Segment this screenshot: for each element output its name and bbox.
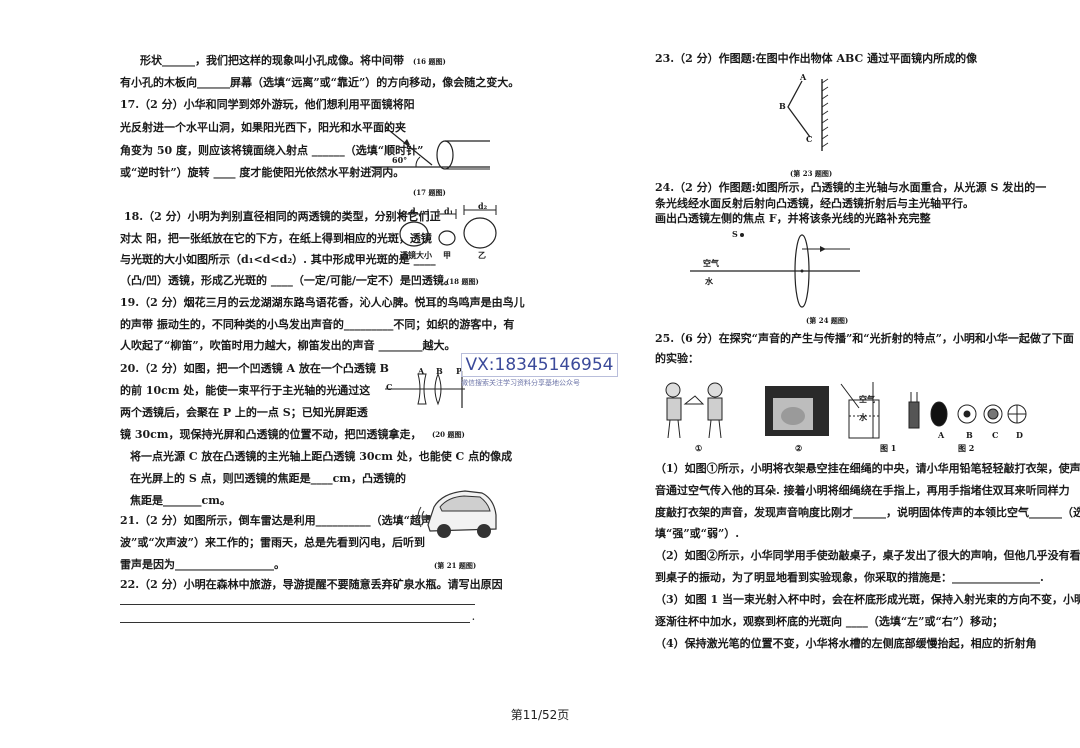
q18-label-d2: d₂ <box>478 201 488 211</box>
q25-fig1-label: ① <box>695 443 703 453</box>
q25-fig3-beaker <box>840 382 880 439</box>
q25-fig4-label: 图 2 <box>958 443 975 453</box>
q25-fig4-sources <box>908 392 1027 429</box>
q25-p1-line4: 填“强”或“弱”）. <box>655 527 740 540</box>
q17-line4: 或“逆时针”）旋转 ____ 度才能使阳光依然水平射进洞内。 <box>120 166 405 179</box>
q20-label-a: A <box>418 366 425 376</box>
q25-option-c: C <box>992 430 999 440</box>
q23-caption: (第 23 题图) <box>790 169 833 178</box>
q23-label-b: B <box>779 101 786 111</box>
q17-line1: 17.（2 分）小华和同学到郊外游玩，他们想利用平面镜将阳 <box>120 98 415 111</box>
q24-line1: 24.（2 分）作图题:如图所示，凸透镜的主光轴与水面重合，从光源 S 发出的一 <box>655 181 1047 194</box>
watermark-subtitle: 微信搜索关注学习资料分享基地公众号 <box>461 379 580 387</box>
q20-line6: 在光屏上的 S 点，则凹透镜的焦距是____cm，凸透镜的 <box>130 472 406 485</box>
q22-line-end: . <box>472 612 475 622</box>
q16-line1: 形状______，我们把这样的现象叫小孔成像。将中间带 <box>140 54 404 67</box>
q25-p1-line2: 音通过空气传入他的耳朵. 接着小明将细绳绕在手指上，再用手指堵住双耳来听同样力 <box>655 484 1070 497</box>
q25-option-b: B <box>966 430 973 440</box>
q25-option-a: A <box>938 430 945 440</box>
q18-label-jia: 甲 <box>443 250 451 260</box>
q21-line1: 21.（2 分）如图所示，倒车雷达是利用__________（选填“超声 <box>120 514 432 527</box>
q20-line5: 将一点光源 C 放在凸透镜的主光轴上距凸透镜 30cm 处，也能使 C 点的像成 <box>130 450 513 463</box>
q25-figures <box>665 382 1027 439</box>
q25-p2-line1: （2）如图②所示，小华同学用手使劲敲桌子，桌子发出了很大的声响，但他几乎没有看 <box>655 549 1080 562</box>
q23-line1: 23.（2 分）作图题:在图中作出物体 ABC 通过平面镜内所成的像 <box>655 52 978 65</box>
q20-line2: 的前 10cm 处，能使一束平行于主光轴的光通过这 <box>120 384 371 397</box>
q25-p3-line2: 逐渐往杯中加水，观察到杯底的光斑向 ____（选填“左”或“右”）移动； <box>655 615 1004 628</box>
q21-line2: 波”或“次声波”）来工作的；雷雨天，总是先看到闪电，后听到 <box>120 536 425 549</box>
q25-fig3-label: 图 1 <box>880 443 897 453</box>
q20-line4: 镜 30cm，现保持光屏和凸透镜的位置不动，把凹透镜拿走， <box>120 428 422 441</box>
q24-label-s: S <box>732 229 738 239</box>
q20-label-p: P <box>456 366 463 376</box>
q25-label-air: 空气 <box>859 394 875 404</box>
q25-p3-line1: （3）如图 1 当一束光射入杯中时，会在杯底形成光斑，保持入射光束的方向不变，小… <box>655 593 1080 606</box>
q16-caption: (16 题图) <box>413 57 446 66</box>
q24-figure <box>690 233 860 308</box>
q25-line2: 的实验： <box>655 352 699 365</box>
q22-answer-line2 <box>120 622 470 623</box>
q24-label-water: 水 <box>705 276 713 286</box>
q18-label-d: d <box>410 206 416 216</box>
q20-caption: (20 题图) <box>432 430 465 439</box>
q20-label-b: B <box>436 366 443 376</box>
q25-fig1-boys <box>665 382 723 439</box>
q16-line2: 有小孔的木板向______屏幕（选填“远离”或“靠近”）的方向移动，像会随之变大… <box>120 76 520 89</box>
q17-angle: 60° <box>392 155 408 165</box>
q18-line2: 对太 阳，把一张纸放在它的下方，在纸上得到相应的光斑，透镜 <box>120 232 432 245</box>
q19-line3: 人吹起了“柳笛”，吹笛时用力越大，柳笛发出的声音 ________越大。 <box>120 339 456 352</box>
q20-figure <box>385 371 465 408</box>
q23-label-a: A <box>800 72 807 82</box>
q25-p1-line1: （1）如图①所示，小明将衣架悬空挂在细绳的中央，请小华用铅笔轻轻敲打衣架，使声 <box>655 462 1080 475</box>
q25-fig2-hand <box>765 386 829 436</box>
q17-figure <box>370 126 490 170</box>
q24-label-air: 空气 <box>703 258 719 268</box>
q18-line3: 与光斑的大小如图所示（d₁<d<d₂）. 其中形成甲光斑的是 ____ <box>120 253 436 266</box>
q23-figure <box>787 78 829 151</box>
q22-answer-line1 <box>120 604 475 605</box>
q25-option-d: D <box>1016 430 1023 440</box>
q21-caption: (第 21 题图) <box>434 561 477 570</box>
q18-caption: (18 题图) <box>446 277 479 286</box>
q20-line7: 焦距是_______cm。 <box>130 494 231 507</box>
q25-label-water: 水 <box>859 412 867 422</box>
q25-p2-line2: 到桌子的振动，为了明显地看到实验现象，你采取的措施是：_____________… <box>655 571 1044 584</box>
q23-label-c: C <box>806 134 813 144</box>
q24-caption: (第 24 题图) <box>806 316 849 325</box>
q17-line3: 角变为 50 度，则应该将镜面绕入射点 ______（选填“顺时针” <box>120 144 424 157</box>
q18-label-lens: 透镜大小 <box>400 250 432 260</box>
q18-line4: （凸/凹）透镜，形成乙光斑的 ____（一定/可能/一定不）是凹透镜。 <box>120 274 455 287</box>
q19-line1: 19.（2 分）烟花三月的云龙湖湖东路鸟语花香，沁人心脾。悦耳的鸟鸣声是由鸟儿 <box>120 296 525 309</box>
q24-line3: 画出凸透镜左侧的焦点 F，并将该条光线的光路补充完整 <box>655 212 931 225</box>
q22-line1: 22.（2 分）小明在森林中旅游，导游提醒不要随意丢弃矿泉水瓶。请写出原因 <box>120 578 503 591</box>
q21-line3: 雷声是因为__________________。 <box>120 558 285 571</box>
q25-p4-line1: （4）保持激光笔的位置不变，小华将水槽的左侧底部缓慢抬起，相应的折射角 <box>655 637 1037 650</box>
q25-p1-line3: 度敲打衣架的声音，发现声音响度比刚才______，说明固体传声的本领比空气___… <box>655 506 1080 519</box>
q24-line2: 条光线经水面反射后射向凸透镜，经凸透镜折射后与主光轴平行。 <box>655 197 974 210</box>
q20-line3: 两个透镜后，会聚在 P 上的一点 S；已知光屏距透 <box>120 406 368 419</box>
page-number: 第11/52页 <box>510 708 570 722</box>
watermark-contact: VX:18345146954 <box>461 353 618 377</box>
q17-caption: (17 题图) <box>413 188 446 197</box>
q20-label-c: C <box>386 382 393 392</box>
q17-line2: 光反射进一个水平山洞，如果阳光西下，阳光和水平面的夹 <box>120 121 406 134</box>
q25-fig2-label: ② <box>795 443 803 453</box>
q18-figure <box>399 205 497 249</box>
q21-car-figure <box>417 490 497 538</box>
q18-line1: 18.（2 分）小明为判别直径相同的两透镜的类型，分别将它们正 <box>124 210 441 223</box>
q18-label-d1: d₁ <box>444 206 454 216</box>
q18-label-yi: 乙 <box>478 250 486 260</box>
q19-line2: 的声带 振动生的，不同种类的小鸟发出声音的_________不同；如织的游客中，… <box>120 318 515 331</box>
q25-line1: 25.（6 分）在探究“声音的产生与传播”和“光折射的特点”，小明和小华一起做了… <box>655 332 1074 345</box>
q20-line1: 20.（2 分）如图，把一个凹透镜 A 放在一个凸透镜 B <box>120 362 389 375</box>
